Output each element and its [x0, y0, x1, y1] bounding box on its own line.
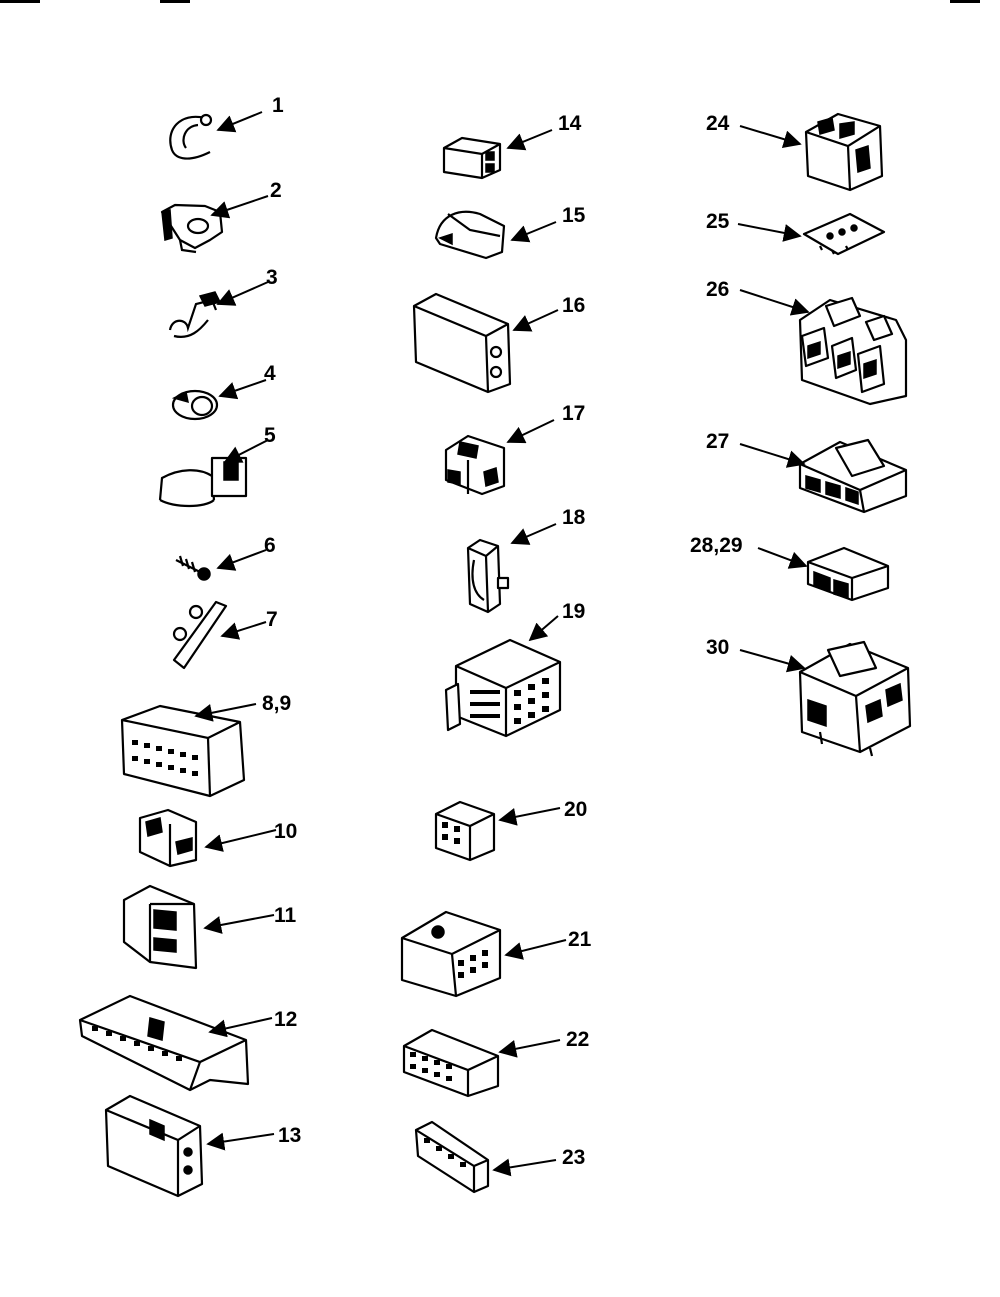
callout-1: 1 [272, 94, 284, 117]
callout-21: 21 [568, 928, 592, 951]
scan-edge-marks [0, 0, 980, 3]
part-24-arrow [739, 125, 802, 148]
part-19-multi-connector [444, 638, 562, 738]
part-19-arrow [528, 615, 559, 642]
callout-28-29: 28,29 [690, 534, 743, 557]
part-13-plug [104, 1094, 204, 1198]
part-30-housing [798, 640, 912, 757]
part-25-plate [802, 212, 886, 256]
part-14-connector [442, 136, 502, 180]
part-20-block [434, 800, 496, 862]
callout-20: 20 [564, 798, 587, 821]
callout-10: 10 [274, 820, 297, 843]
part-18-latch [466, 538, 510, 614]
part-21-arrow [504, 939, 567, 960]
part-30-arrow [739, 649, 806, 673]
callout-24: 24 [706, 112, 730, 135]
part-8-9-connector [120, 704, 246, 798]
part-24-relay-connector [804, 112, 884, 192]
callout-12: 12 [274, 1008, 297, 1031]
part-17-connector [444, 434, 506, 496]
part-27-arrow [739, 443, 806, 468]
part-12-arrow [208, 1017, 273, 1038]
part-27-connector [798, 438, 908, 514]
part-2-clamp [160, 203, 224, 254]
callout-2: 2 [270, 179, 282, 202]
callout-13: 13 [278, 1124, 301, 1147]
part-20-arrow [498, 807, 561, 826]
part-17-arrow [506, 419, 555, 444]
callout-4: 4 [264, 362, 276, 385]
part-3-wire-clip [168, 291, 222, 338]
callout-23: 23 [562, 1146, 585, 1169]
part-22-arrow [498, 1039, 561, 1058]
part-16-housing [412, 292, 512, 394]
part-11-arrow [203, 914, 275, 934]
part-14-arrow [506, 129, 553, 151]
part-13-arrow [206, 1132, 275, 1151]
callout-26: 26 [706, 278, 729, 301]
callout-7: 7 [266, 608, 278, 631]
part-2-arrow [210, 195, 269, 219]
part-1-clip [169, 113, 213, 160]
callout-8-9: 8,9 [262, 692, 291, 715]
part-28-29-terminal [806, 546, 890, 602]
callout-25: 25 [706, 210, 730, 233]
part-5-arrow [223, 439, 269, 463]
part-25-arrow [737, 223, 802, 242]
part-22-connector [402, 1028, 500, 1098]
callout-16: 16 [562, 294, 585, 317]
callout-11: 11 [274, 904, 297, 927]
part-26-multi-block [798, 296, 908, 406]
part-4-arrow [218, 379, 267, 400]
part-8-9-arrow [194, 703, 257, 722]
part-1-arrow [216, 111, 263, 133]
callout-14: 14 [558, 112, 582, 135]
callout-3: 3 [266, 266, 278, 289]
part-21-cube-connector [400, 910, 502, 998]
part-16-arrow [512, 309, 559, 332]
part-28-29-arrow [757, 547, 808, 569]
part-23-connector [414, 1120, 490, 1194]
part-11-housing [122, 884, 198, 970]
part-26-arrow [739, 289, 810, 316]
callout-19: 19 [562, 600, 585, 623]
part-4-grommet [171, 389, 219, 421]
callout-18: 18 [562, 506, 586, 529]
callout-6: 6 [264, 534, 276, 557]
part-10-connector [138, 808, 198, 868]
callout-17: 17 [562, 402, 585, 425]
callout-27: 27 [706, 430, 729, 453]
part-23-arrow [492, 1158, 557, 1177]
callout-22: 22 [566, 1028, 589, 1051]
part-12-strip-connector [78, 994, 250, 1092]
part-6-arrow [216, 549, 267, 571]
part-7-bracket [172, 600, 228, 670]
part-10-arrow [204, 829, 277, 852]
callout-5: 5 [264, 424, 276, 447]
callout-30: 30 [706, 636, 729, 659]
part-18-arrow [510, 523, 557, 545]
part-15-clip [434, 210, 506, 260]
callout-15: 15 [562, 204, 586, 227]
part-6-screw [175, 555, 211, 581]
part-7-arrow [220, 621, 267, 640]
part-3-arrow [216, 281, 269, 306]
part-15-arrow [510, 221, 557, 243]
part-5-strap-clip [158, 456, 248, 508]
